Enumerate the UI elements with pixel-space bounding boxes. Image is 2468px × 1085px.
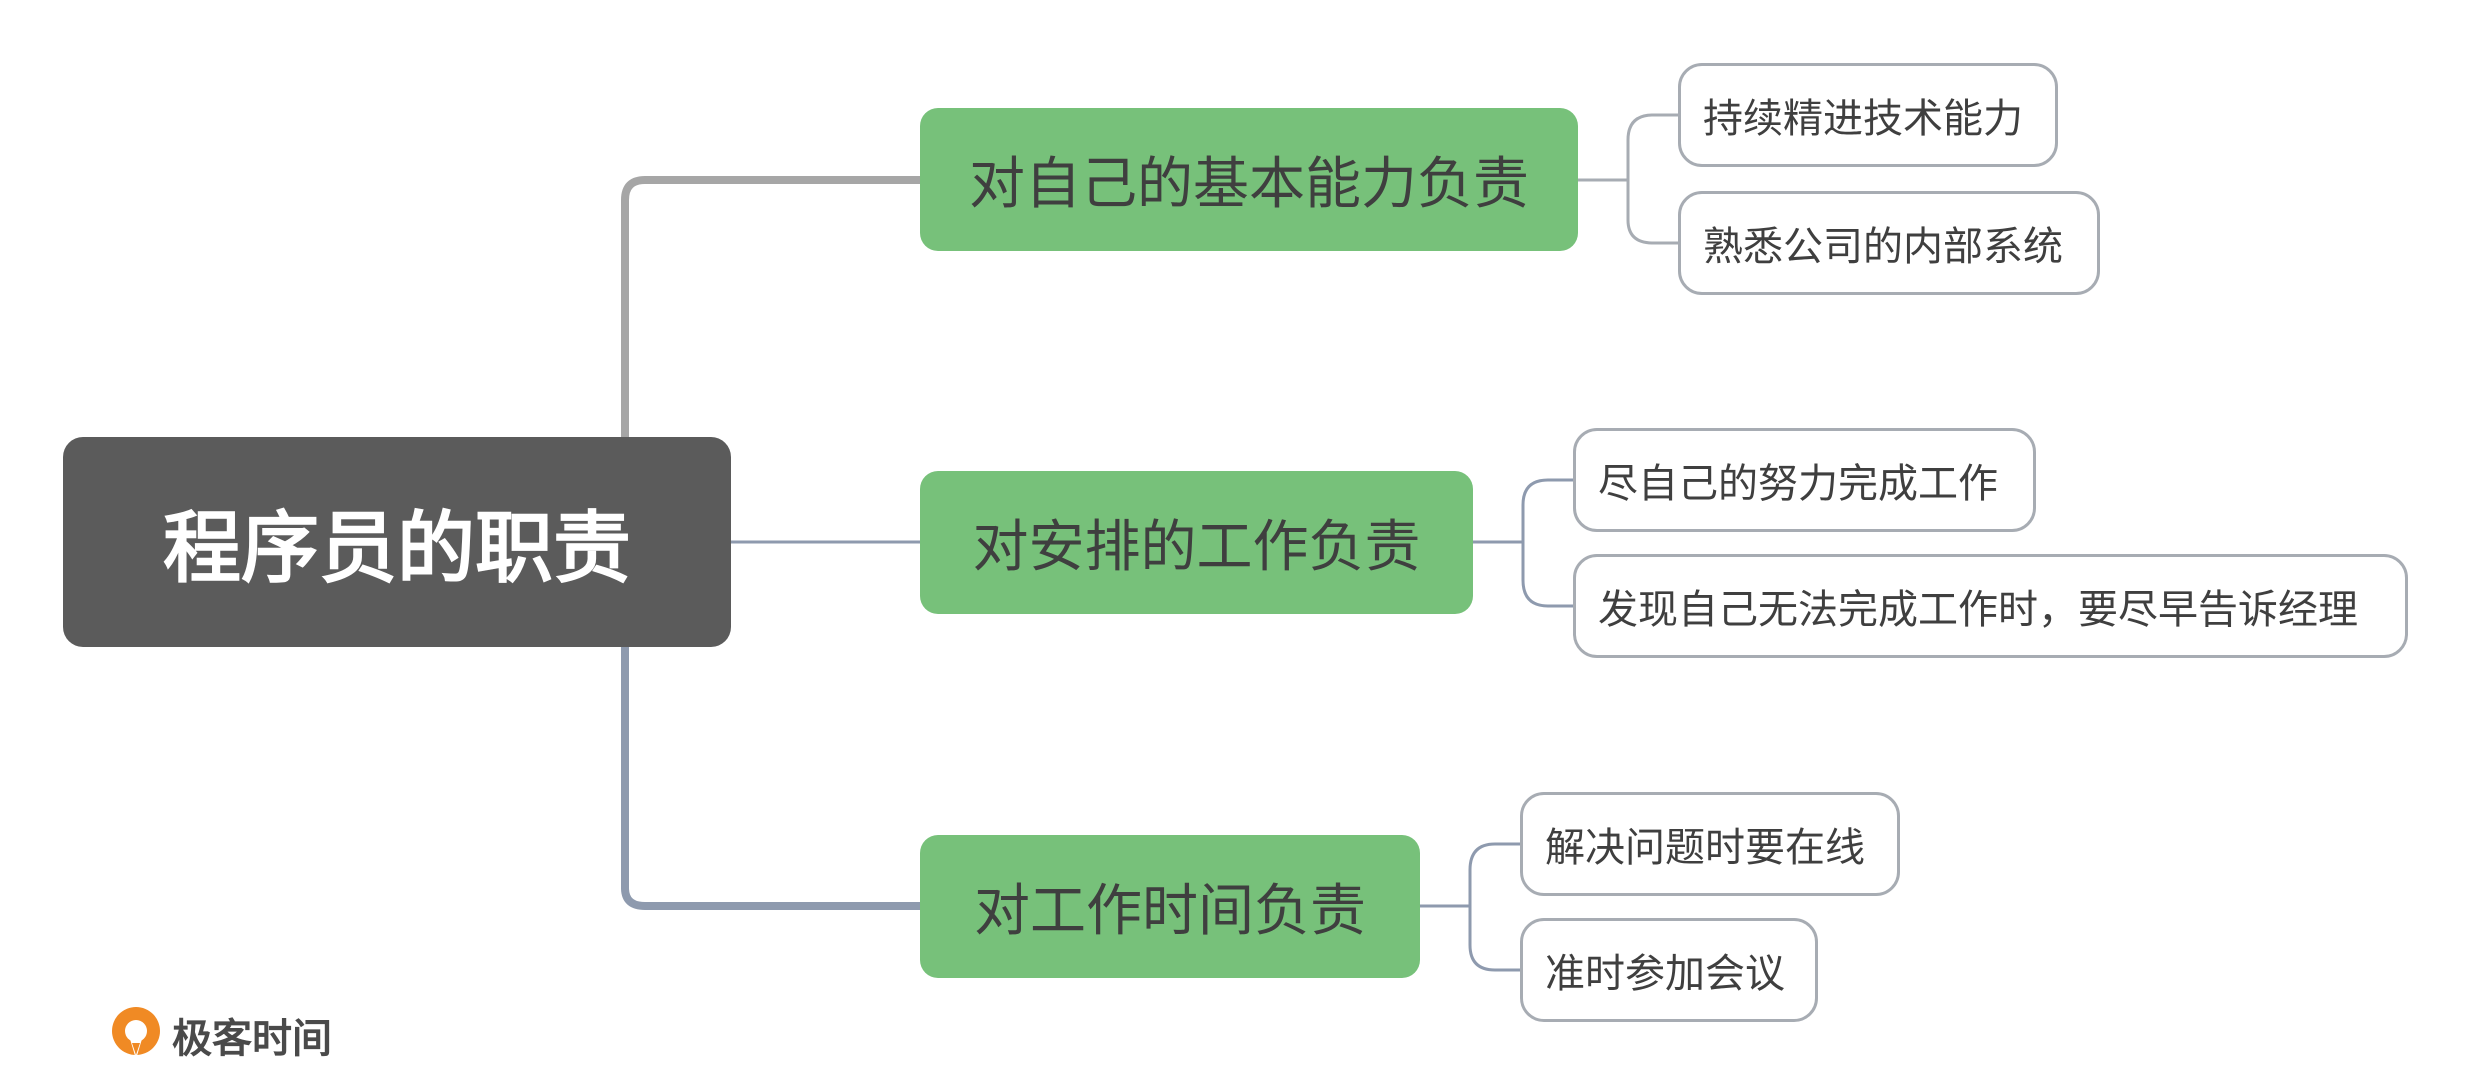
branch-label: 对自己的基本能力负责 <box>969 152 1529 217</box>
leaf-node-1-2[interactable]: 熟悉公司的内部系统 <box>1678 191 2100 295</box>
connector-root-branch-3 <box>621 647 920 910</box>
branch-label: 对安排的工作负责 <box>972 515 1421 580</box>
leaf-label: 准时参加会议 <box>1545 951 1785 997</box>
root-node[interactable]: 程序员的职责 <box>63 437 731 647</box>
brand-logo: 极客时间 <box>108 1000 332 1070</box>
connector-branch-1-leaves <box>1578 113 1678 245</box>
brand-logo-text: 极客时间 <box>172 1016 332 1062</box>
branch-node-1[interactable]: 对自己的基本能力负责 <box>920 108 1578 251</box>
leaf-node-2-1[interactable]: 尽自己的努力完成工作 <box>1573 428 2036 532</box>
geektime-logo-icon <box>112 1007 160 1059</box>
branch-node-3[interactable]: 对工作时间负责 <box>920 835 1420 978</box>
leaf-node-2-2[interactable]: 发现自己无法完成工作时，要尽早告诉经理 <box>1573 554 2408 658</box>
branch-node-2[interactable]: 对安排的工作负责 <box>920 471 1473 614</box>
leaf-node-1-1[interactable]: 持续精进技术能力 <box>1678 63 2058 167</box>
leaf-label: 熟悉公司的内部系统 <box>1703 224 2063 270</box>
leaf-label: 解决问题时要在线 <box>1545 825 1865 871</box>
leaf-label: 持续精进技术能力 <box>1703 96 2023 142</box>
leaf-label: 尽自己的努力完成工作 <box>1598 461 1998 507</box>
connector-root-branch-1 <box>621 176 920 437</box>
root-label: 程序员的职责 <box>162 504 631 594</box>
leaf-label: 发现自己无法完成工作时，要尽早告诉经理 <box>1598 587 2358 633</box>
leaf-node-3-2[interactable]: 准时参加会议 <box>1520 918 1818 1022</box>
connector-branch-2-leaves <box>1473 478 1573 608</box>
connector-branch-3-leaves <box>1420 842 1520 972</box>
leaf-node-3-1[interactable]: 解决问题时要在线 <box>1520 792 1900 896</box>
branch-label: 对工作时间负责 <box>974 879 1366 944</box>
